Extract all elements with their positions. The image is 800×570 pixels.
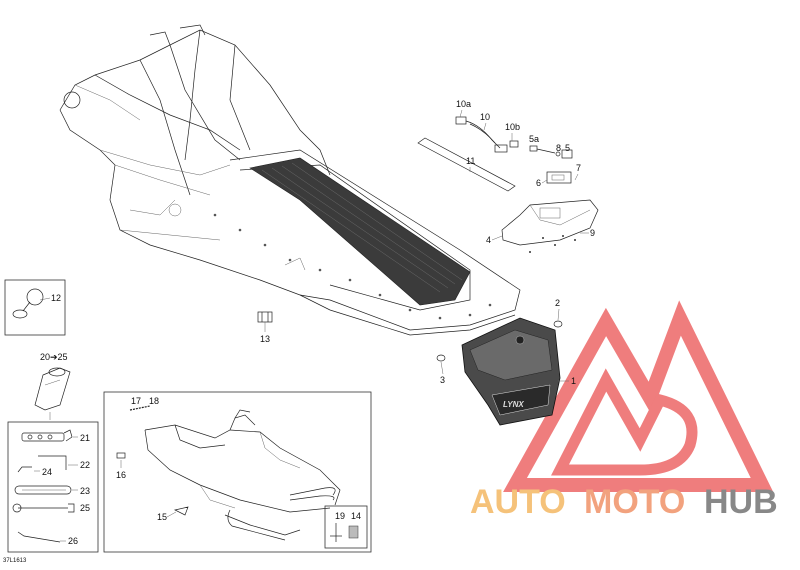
callout-17: 17 <box>131 396 141 406</box>
callout-2: 2 <box>555 298 560 308</box>
callout-15: 15 <box>157 512 167 522</box>
part-3-washer <box>436 354 446 362</box>
logo-inner-mark <box>551 368 698 476</box>
mud-flap-brand: LYNX <box>503 400 524 409</box>
watermark-auto: AUTO <box>470 483 566 521</box>
callout-10b: 10b <box>505 122 520 132</box>
part-10-harness <box>455 116 519 153</box>
callout-25: 25 <box>80 503 90 513</box>
part-1-mud-flap: LYNX <box>461 317 561 426</box>
tool-23-strap <box>14 485 72 495</box>
toolkit-box <box>7 421 99 553</box>
callout-5a: 5a <box>529 134 539 144</box>
tool-22-hex-key <box>38 455 67 470</box>
callout-14: 14 <box>351 511 361 521</box>
callout-13: 13 <box>260 334 270 344</box>
callout-6: 6 <box>536 178 541 188</box>
vehicle-box <box>103 391 372 553</box>
part-13-clip <box>257 311 273 332</box>
logo-triangle-outline <box>503 300 774 492</box>
callout-26: 26 <box>68 536 78 546</box>
callout-23: 23 <box>80 486 90 496</box>
part-4-rear-cover <box>501 199 599 253</box>
callout-19: 19 <box>335 511 345 521</box>
callout-22: 22 <box>80 460 90 470</box>
part-2-nut <box>553 320 563 328</box>
callout-20-25: 20➔25 <box>40 352 68 362</box>
callout-3: 3 <box>440 375 445 385</box>
part-19-14-box <box>324 505 368 549</box>
part-19-tool <box>330 523 342 542</box>
callout-21: 21 <box>80 433 90 443</box>
tunnel-runboard <box>249 157 471 306</box>
part-6-taillight <box>546 171 572 184</box>
part-12-box <box>4 279 66 336</box>
snowmobile-outline <box>144 409 341 541</box>
callout-7: 7 <box>576 163 581 173</box>
part-16-label <box>116 452 126 459</box>
callout-9: 9 <box>590 228 595 238</box>
callout-5: 5 <box>565 143 570 153</box>
tool-26-key <box>17 531 61 543</box>
tool-25-wrench <box>12 503 75 513</box>
part-14-card <box>348 525 359 539</box>
chassis-frame <box>59 24 521 336</box>
callout-24: 24 <box>42 467 52 477</box>
part-11-strip <box>417 137 516 192</box>
part-17-18-decals <box>129 405 151 411</box>
tool-24-hex-key-small <box>17 466 32 473</box>
watermark-text: AUTO MOTO HUB <box>470 483 778 521</box>
part-12-valve <box>12 288 51 319</box>
callout-8: 8 <box>556 143 561 153</box>
tool-21-wrench-plate <box>21 429 73 442</box>
callout-4: 4 <box>486 235 491 245</box>
callout-12: 12 <box>51 293 61 303</box>
automotohub-logo <box>503 300 774 492</box>
diagram-id: 37L1613 <box>3 558 27 564</box>
callout-18: 18 <box>149 396 159 406</box>
callout-10a: 10a <box>456 99 471 109</box>
callout-16: 16 <box>116 470 126 480</box>
callout-11: 11 <box>466 156 475 166</box>
part-15-decal <box>173 506 189 516</box>
part-5a-8-5-light-harness <box>529 145 573 159</box>
watermark-moto: MOTO <box>584 483 685 521</box>
callout-1: 1 <box>571 376 576 386</box>
tool-bag <box>34 367 71 411</box>
watermark-hub: HUB <box>704 483 778 521</box>
callout-10: 10 <box>480 112 490 122</box>
